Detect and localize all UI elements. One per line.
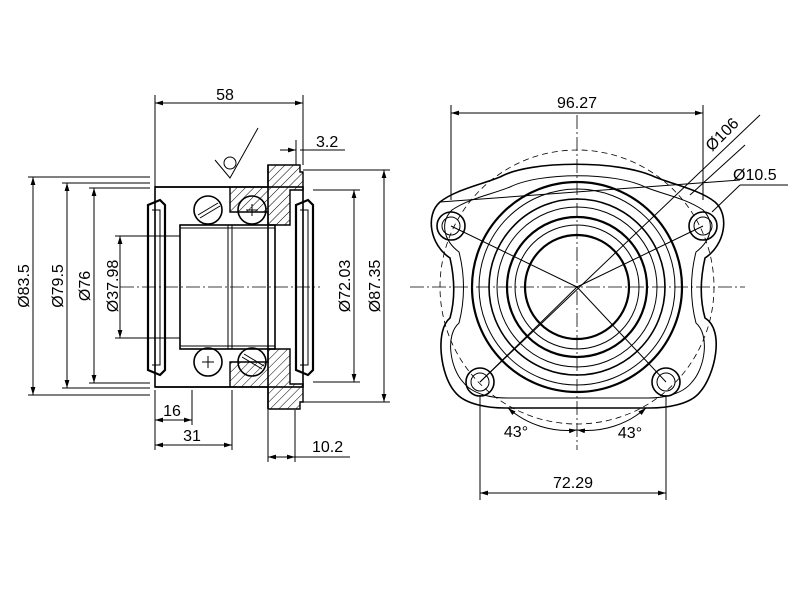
dim-d83-5: Ø83.5 xyxy=(16,264,33,308)
seal-left xyxy=(146,198,167,377)
ball-bottom-left xyxy=(193,347,223,377)
dim-d72-03: Ø72.03 xyxy=(337,260,354,313)
section-view: 58 3.2 Ø83.5 Ø79.5 Ø76 Ø37.98 Ø72.03 Ø87… xyxy=(16,87,390,462)
dim-72-29: 72.29 xyxy=(553,475,593,492)
dim-10-2: 10.2 xyxy=(312,439,343,456)
dim-58: 58 xyxy=(216,87,234,104)
ball-bottom-right xyxy=(237,347,267,377)
dim-96-27: 96.27 xyxy=(557,95,597,112)
seal-right xyxy=(294,198,315,377)
bolt-hole-tr xyxy=(688,211,718,241)
angle-right: 43° xyxy=(618,425,642,442)
bolt-hole-tl xyxy=(436,211,466,241)
ball-top-right xyxy=(237,195,267,225)
front-view: Ø106 Ø10.5 96.27 72.29 43° 43° xyxy=(410,95,788,500)
angle-left: 43° xyxy=(504,424,528,441)
dim-d10-5: Ø10.5 xyxy=(733,167,777,184)
surface-finish-symbol xyxy=(214,127,259,179)
outer-body-outline xyxy=(154,186,304,388)
dim-16: 16 xyxy=(163,403,181,420)
dim-d79-5: Ø79.5 xyxy=(50,264,67,308)
dim-31: 31 xyxy=(183,428,201,445)
ring-outer xyxy=(470,180,684,394)
dim-d106: Ø106 xyxy=(703,115,743,155)
bore xyxy=(523,233,631,341)
ball-top-left xyxy=(193,195,223,225)
dim-d76: Ø76 xyxy=(77,271,94,301)
outer-ring-flange-lower xyxy=(155,348,304,410)
dim-d37-98: Ø37.98 xyxy=(105,260,122,313)
dim-d87-35: Ø87.35 xyxy=(367,260,384,313)
dim-3-2: 3.2 xyxy=(316,134,338,151)
outer-ring-flange xyxy=(155,164,304,226)
flange-outline xyxy=(430,163,725,409)
